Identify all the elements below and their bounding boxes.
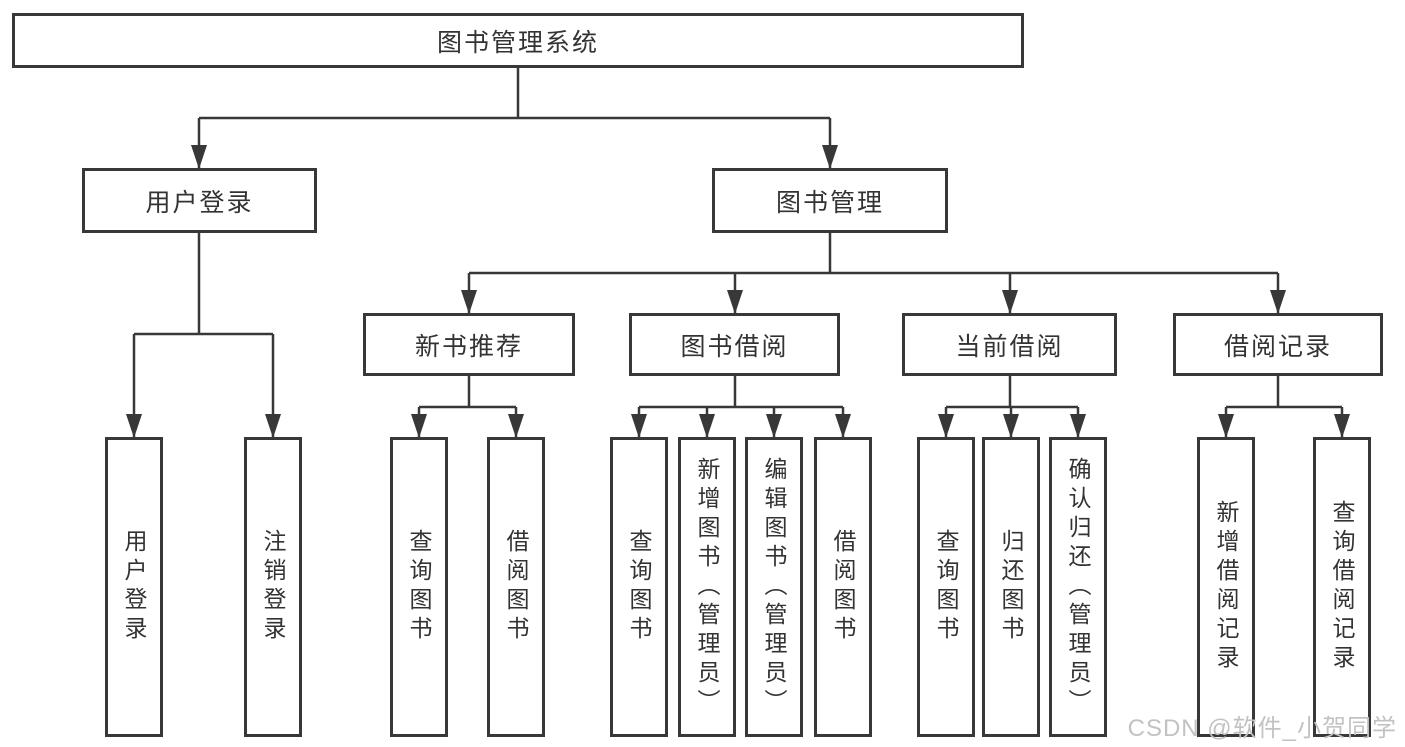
node-new-book-recommend: 新书推荐 — [363, 313, 575, 376]
leaf-bb-edit-books: 编辑图书（管理员） — [745, 437, 803, 737]
leaf-nb-borrow-books: 借阅图书 — [487, 437, 545, 737]
leaf-bb-add-books-label: 新增图书（管理员） — [694, 456, 720, 718]
leaf-bb-query-books-label: 查询图书 — [626, 529, 652, 645]
node-user-login: 用户登录 — [82, 168, 317, 233]
leaf-br-query-record-label: 查询借阅记录 — [1329, 500, 1355, 674]
node-book-management: 图书管理 — [712, 168, 948, 233]
leaf-nb-query-books-label: 查询图书 — [406, 529, 432, 645]
leaf-br-add-record: 新增借阅记录 — [1197, 437, 1255, 737]
leaf-bb-borrow-books-label: 借阅图书 — [830, 529, 856, 645]
leaf-user-login: 用户登录 — [105, 437, 163, 737]
node-book-borrow: 图书借阅 — [629, 313, 840, 376]
leaf-cb-query-books-label: 查询图书 — [933, 529, 959, 645]
leaf-bb-borrow-books: 借阅图书 — [814, 437, 872, 737]
leaf-bb-edit-books-label: 编辑图书（管理员） — [761, 456, 787, 718]
leaf-cb-confirm-return-label: 确认归还（管理员） — [1065, 456, 1091, 718]
leaf-cb-confirm-return: 确认归还（管理员） — [1049, 437, 1107, 737]
leaf-logout: 注销登录 — [244, 437, 302, 737]
leaf-bb-query-books: 查询图书 — [610, 437, 668, 737]
leaf-cb-return-books: 归还图书 — [982, 437, 1040, 737]
csdn-watermark: CSDN @软件_小贺同学 — [1127, 715, 1397, 742]
leaf-nb-query-books: 查询图书 — [390, 437, 448, 737]
leaf-br-add-record-label: 新增借阅记录 — [1213, 500, 1239, 674]
leaf-nb-borrow-books-label: 借阅图书 — [503, 529, 529, 645]
leaf-bb-add-books: 新增图书（管理员） — [678, 437, 736, 737]
leaf-cb-return-books-label: 归还图书 — [998, 529, 1024, 645]
leaf-user-login-label: 用户登录 — [121, 529, 147, 645]
leaf-logout-label: 注销登录 — [260, 529, 286, 645]
node-current-borrow: 当前借阅 — [902, 313, 1117, 376]
leaf-cb-query-books: 查询图书 — [917, 437, 975, 737]
node-borrow-records: 借阅记录 — [1173, 313, 1383, 376]
connector-trunks — [134, 68, 1342, 409]
node-root: 图书管理系统 — [12, 13, 1024, 68]
leaf-br-query-record: 查询借阅记录 — [1313, 437, 1371, 737]
